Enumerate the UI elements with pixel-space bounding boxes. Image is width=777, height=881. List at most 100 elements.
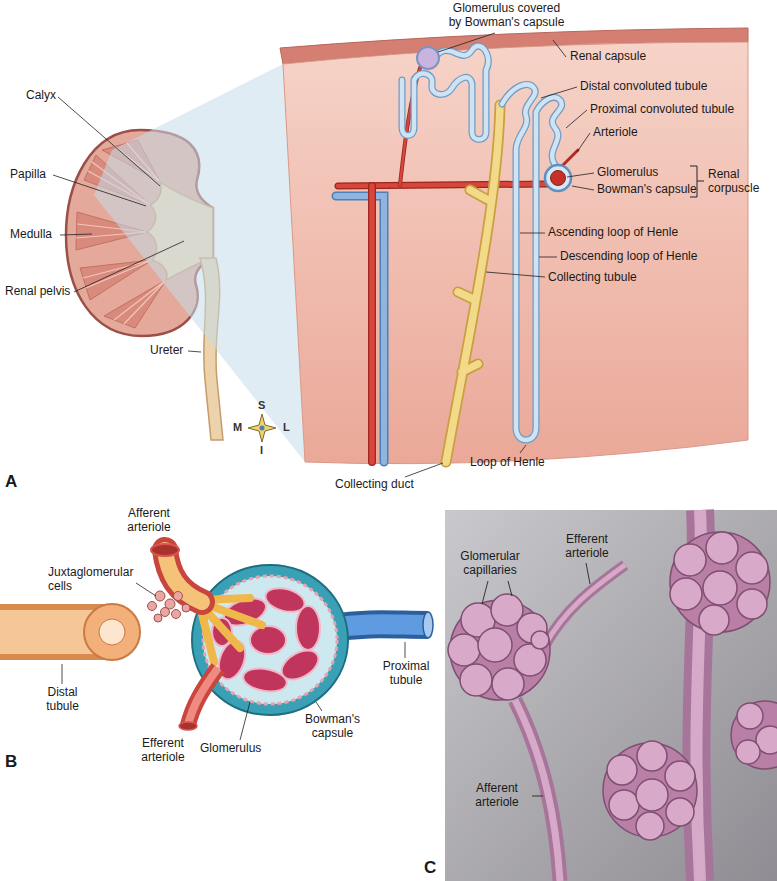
zoom-cone bbox=[94, 64, 305, 462]
part-label: Bowman's capsule bbox=[597, 183, 697, 197]
glomerular-capillaries bbox=[250, 626, 286, 654]
leader-line bbox=[577, 133, 590, 152]
leader-line bbox=[62, 664, 63, 684]
juxtaglomerular-cells bbox=[154, 614, 162, 622]
compass-rose bbox=[248, 414, 276, 442]
efferent-arteriole bbox=[179, 668, 218, 730]
leader-line bbox=[188, 351, 201, 352]
part-label: Descending loop of Henle bbox=[560, 250, 697, 264]
glomerular-tuft bbox=[737, 703, 763, 729]
panel-letter: B bbox=[5, 752, 17, 772]
collecting-duct bbox=[446, 105, 500, 462]
leader-line bbox=[566, 110, 587, 128]
leader-line bbox=[405, 642, 406, 658]
nephron-tubule bbox=[502, 85, 562, 440]
compass-letter: S bbox=[258, 399, 265, 412]
collecting-duct bbox=[446, 105, 500, 462]
leader-line bbox=[58, 97, 160, 186]
leader-line bbox=[541, 87, 577, 98]
leader-line bbox=[586, 563, 590, 584]
part-label: Proximal tubule bbox=[376, 660, 436, 688]
glomerular-tuft bbox=[731, 701, 777, 769]
part-label: Arteriole bbox=[593, 126, 638, 140]
panel-letter: C bbox=[424, 858, 436, 878]
leader-line bbox=[438, 33, 495, 52]
part-label: Juxtaglomerular cells bbox=[48, 566, 143, 594]
distal-tubule bbox=[84, 604, 140, 660]
leader-line bbox=[486, 272, 545, 277]
glomerular-tuft bbox=[703, 571, 737, 605]
micrograph bbox=[545, 565, 625, 645]
glomerulus bbox=[551, 171, 566, 186]
part-label: Collecting duct bbox=[335, 478, 414, 492]
micrograph bbox=[445, 510, 777, 881]
glomerular-tuft bbox=[736, 740, 760, 764]
nephron-tubule bbox=[402, 46, 488, 139]
leader-line bbox=[572, 186, 594, 190]
part-label: Efferent arteriole bbox=[132, 737, 194, 765]
leader-line bbox=[567, 173, 594, 177]
leader-line bbox=[520, 233, 545, 234]
proximal-tubule bbox=[423, 612, 433, 638]
leader-line bbox=[62, 583, 405, 740]
juxtaglomerular-cells bbox=[182, 604, 190, 612]
blood-vessel bbox=[336, 68, 578, 462]
leader-line bbox=[74, 241, 184, 292]
bowmans-capsule bbox=[192, 565, 348, 715]
part-label: Ureter bbox=[150, 344, 183, 358]
micrograph bbox=[515, 700, 560, 881]
leader-line bbox=[53, 33, 594, 477]
juxtaglomerular-cells bbox=[155, 591, 165, 601]
compass-letter: M bbox=[233, 421, 242, 434]
nephron-tubule bbox=[502, 85, 562, 440]
blood-vessel bbox=[368, 186, 376, 462]
glomerular-tuft bbox=[736, 552, 768, 584]
part-label: Collecting tubule bbox=[548, 271, 637, 285]
part-label: Renal capsule bbox=[570, 50, 646, 64]
glomerular-tuft bbox=[607, 755, 637, 785]
compass-rose bbox=[248, 414, 276, 442]
juxtaglomerular-cells bbox=[148, 602, 157, 611]
collecting-duct bbox=[446, 105, 500, 462]
leader-line bbox=[60, 234, 92, 235]
group-label: Renal corpuscle bbox=[708, 168, 770, 196]
leader-line bbox=[405, 463, 443, 477]
part-label: Glomerulus covered by Bowman's capsule bbox=[446, 2, 567, 30]
distal-tubule bbox=[99, 619, 125, 645]
part-label: Renal pelvis bbox=[5, 285, 70, 299]
glomerular-tuft bbox=[478, 628, 512, 662]
distal-tubule bbox=[0, 604, 140, 660]
leader-line bbox=[240, 702, 250, 740]
juxtaglomerular-cells bbox=[172, 610, 181, 619]
leader-line bbox=[532, 796, 543, 797]
leader-line bbox=[520, 445, 526, 453]
compass-letter: I bbox=[260, 444, 263, 457]
compass-letter: L bbox=[283, 421, 290, 434]
blood-vessel bbox=[336, 196, 384, 462]
juxtaglomerular-cells bbox=[174, 592, 183, 601]
part-label: Glomerular capillaries bbox=[450, 550, 530, 578]
micrograph bbox=[545, 565, 625, 645]
blood-vessel bbox=[562, 150, 578, 166]
glomerular-tuft bbox=[492, 668, 524, 700]
part-label: Efferent arteriole bbox=[556, 533, 618, 561]
nephron-tubule bbox=[402, 46, 488, 139]
part-label: Medulla bbox=[10, 228, 52, 242]
leader-line bbox=[316, 702, 322, 711]
afferent-arteriole bbox=[151, 544, 262, 662]
glomerular-tuft bbox=[670, 578, 702, 610]
leader-line bbox=[508, 581, 512, 596]
glomerular-tuft bbox=[636, 812, 664, 840]
glomerular-tuft bbox=[637, 741, 667, 771]
leader-line bbox=[553, 40, 566, 57]
glomerular-tuft bbox=[699, 605, 729, 635]
glomerulus bbox=[417, 47, 439, 69]
part-label: Glomerulus bbox=[597, 166, 658, 180]
blood-vessel bbox=[336, 196, 384, 462]
glomerular-tuft bbox=[674, 544, 706, 576]
glomerular-tuft bbox=[666, 798, 694, 826]
part-label: Bowman's capsule bbox=[300, 713, 365, 741]
efferent-arteriole bbox=[179, 722, 197, 730]
nephron-tubule bbox=[402, 46, 562, 440]
